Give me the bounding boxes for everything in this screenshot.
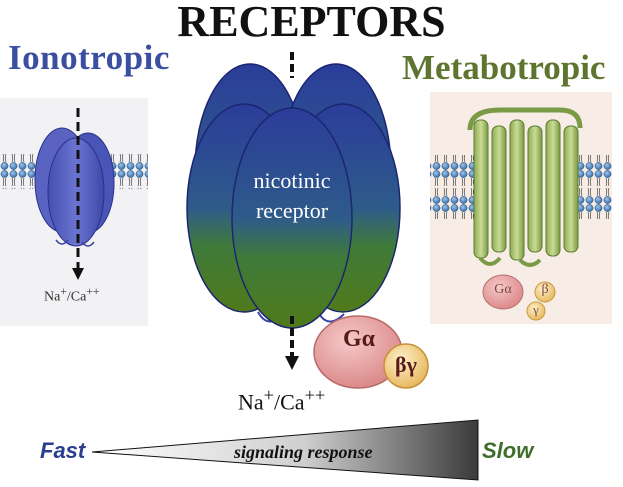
center-ion-label: Na+/Ca++: [238, 385, 326, 415]
ionotropic-arrow-head: [72, 268, 84, 280]
metabotropic-g-beta-icon: [534, 281, 556, 303]
g-alpha-label: Gα: [342, 326, 376, 352]
fast-label: Fast: [40, 438, 86, 463]
g-beta-gamma-label: βγ: [395, 352, 417, 377]
ionotropic-panel: [0, 98, 148, 326]
ionotropic-ion-label: Na+/Ca++: [44, 285, 100, 305]
metabotropic-g-beta-label: β: [541, 282, 549, 297]
signaling-response-label: signaling response: [234, 442, 373, 462]
ionotropic-label: Ionotropic: [8, 38, 170, 77]
metabotropic-panel: [430, 92, 612, 324]
metabotropic-g-alpha-icon: [482, 274, 524, 310]
signaling-response-wedge: [91, 419, 479, 481]
nicotinic-label-line2: receptor: [255, 198, 329, 223]
metabotropic-g-alpha-label: Gα: [494, 282, 512, 297]
center-arrow-head: [285, 356, 299, 370]
ionotropic-channel-icon: [34, 127, 115, 247]
metabotropic-g-gamma-label: γ: [533, 302, 539, 317]
slow-label: Slow: [482, 438, 534, 463]
g-beta-gamma-icon: [383, 343, 429, 389]
nicotinic-label-line1: nicotinic: [253, 168, 331, 193]
gpcr-icon: [467, 107, 583, 267]
metabotropic-g-gamma-icon: [526, 301, 546, 321]
metabotropic-membrane-left: [430, 155, 474, 219]
diagram-title: RECEPTORS: [177, 0, 446, 46]
ionotropic-membrane-right: [110, 153, 148, 189]
metabotropic-label: Metabotropic: [402, 48, 606, 87]
nicotinic-receptor-icon: [186, 63, 401, 329]
